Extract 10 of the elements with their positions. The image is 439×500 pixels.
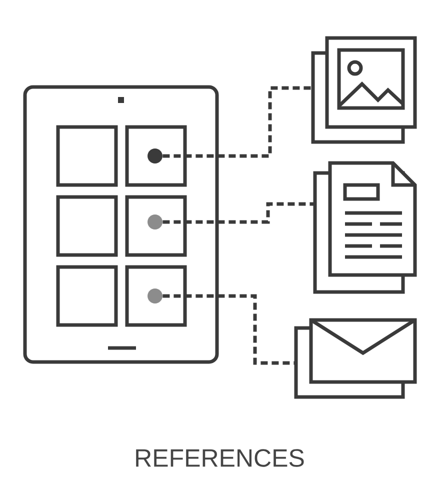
dashed-connector [162,86,313,158]
dot-marker [148,148,162,164]
dashed-connector [162,202,315,224]
dot-marker [148,288,162,304]
envelope-stack-icon [294,318,417,399]
image-stack-icon [311,36,417,144]
document-stack-icon [313,161,417,294]
dot-marker [148,214,162,230]
title: REFERENCES [136,449,304,467]
dashed-connector [162,294,296,365]
